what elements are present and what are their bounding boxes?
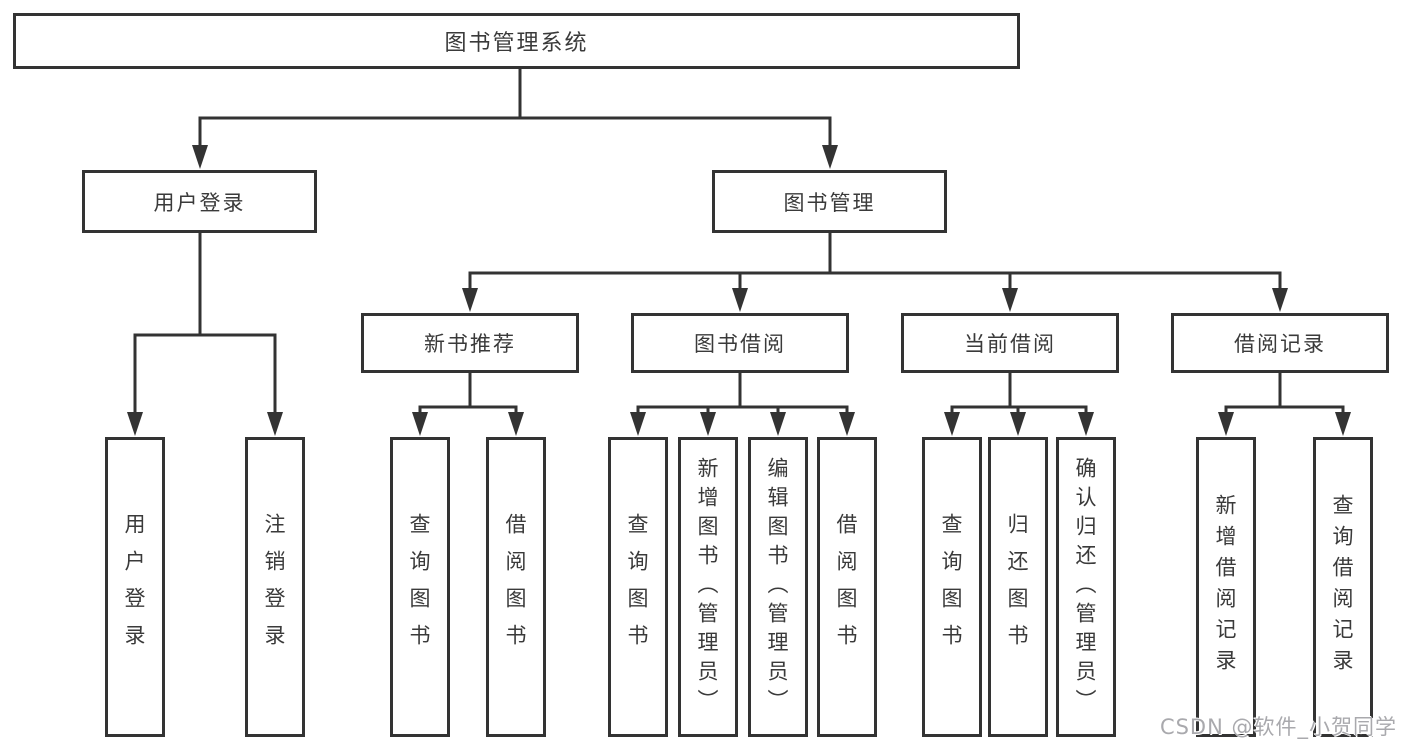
connector-paths bbox=[133, 67, 1345, 416]
node-book-management: 图书管理 bbox=[712, 170, 947, 233]
leaf-borrow-books-2: 借阅图书 bbox=[817, 437, 877, 737]
leaf-confirm-return-admin: 确认归还（管理员） bbox=[1056, 437, 1116, 737]
leaf-borrow-books: 借阅图书 bbox=[486, 437, 546, 737]
node-new-book-recommend: 新书推荐 bbox=[361, 313, 579, 373]
arrowhead-icons bbox=[127, 145, 1351, 436]
leaf-add-borrow-record: 新增借阅记录 bbox=[1196, 437, 1256, 737]
node-current-borrow: 当前借阅 bbox=[901, 313, 1119, 373]
node-root-library-system: 图书管理系统 bbox=[13, 13, 1020, 69]
leaf-query-books-3: 查询图书 bbox=[922, 437, 982, 737]
leaf-return-books: 归还图书 bbox=[988, 437, 1048, 737]
node-user-login: 用户登录 bbox=[82, 170, 317, 233]
leaf-query-borrow-record: 查询借阅记录 bbox=[1313, 437, 1373, 737]
leaf-user-login: 用户登录 bbox=[105, 437, 165, 737]
watermark: CSDN @软件_小贺同学 bbox=[1159, 715, 1397, 739]
leaf-edit-books-admin: 编辑图书（管理员） bbox=[748, 437, 808, 737]
leaf-query-books-2: 查询图书 bbox=[608, 437, 668, 737]
node-borrow-records: 借阅记录 bbox=[1171, 313, 1389, 373]
leaf-logout: 注销登录 bbox=[245, 437, 305, 737]
leaf-add-books-admin: 新增图书（管理员） bbox=[678, 437, 738, 737]
leaf-query-books: 查询图书 bbox=[390, 437, 450, 737]
node-book-borrow: 图书借阅 bbox=[631, 313, 849, 373]
